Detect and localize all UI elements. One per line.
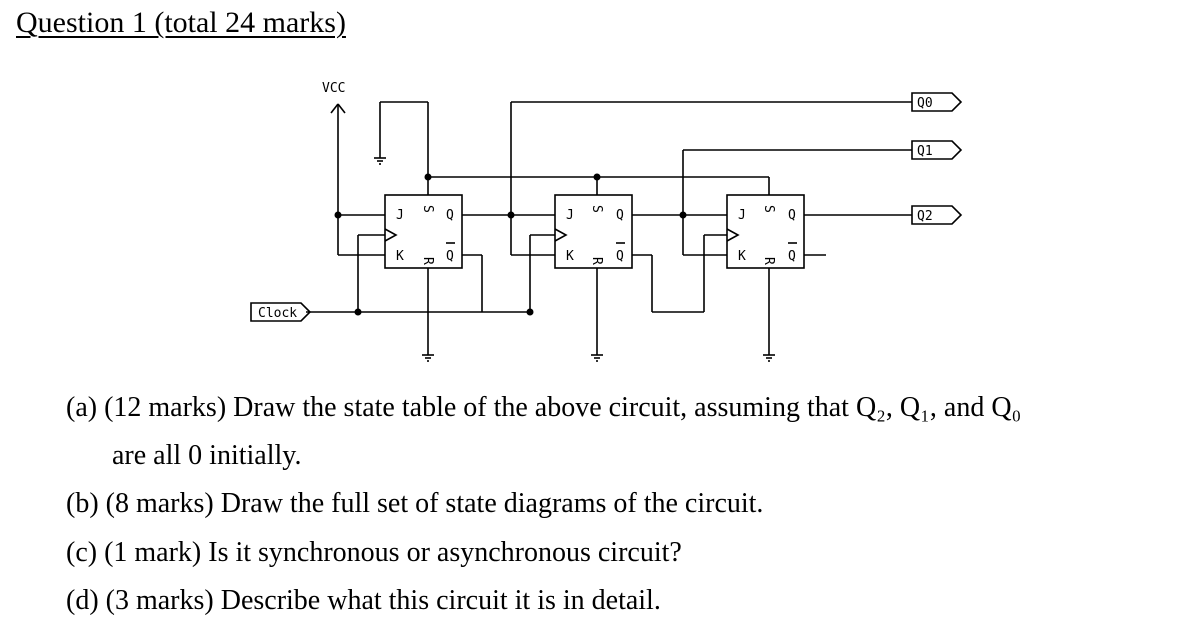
question-d: (d) (3 marks) Describe what this circuit…	[66, 585, 661, 616]
ff0-r-label: R	[420, 257, 435, 265]
ff1-r-label: R	[589, 257, 604, 265]
vcc-label: VCC	[322, 81, 345, 96]
ff2-q-label: Q	[788, 208, 796, 223]
ff1-s-label: S	[589, 205, 604, 213]
ff0-q-label: Q	[446, 208, 454, 223]
question-a-line1: (a) (12 marks) Draw the state table of t…	[66, 392, 1022, 423]
ff2-qbar-label: Q	[788, 249, 796, 264]
jk-flip-flop-circuit: VCC Clock Q0 Q1 Q2 J K Q Q S R J K Q Q S…	[250, 81, 963, 362]
clock-label: Clock	[258, 306, 297, 321]
ff1-k-label: K	[566, 249, 574, 264]
ff1-qbar-label: Q	[616, 249, 624, 264]
ff2-r-label: R	[761, 257, 776, 265]
ff2-j-label: J	[738, 208, 746, 223]
ff0-qbar-label: Q	[446, 249, 454, 264]
output-q2-label: Q2	[917, 209, 933, 224]
ff0-s-label: S	[420, 205, 435, 213]
ff2-s-label: S	[761, 205, 776, 213]
output-q0-label: Q0	[917, 96, 933, 111]
question-a-line2: are all 0 initially.	[112, 440, 302, 471]
output-q1-label: Q1	[917, 144, 933, 159]
question-c: (c) (1 mark) Is it synchronous or asynch…	[66, 537, 682, 568]
ff0-k-label: K	[396, 249, 404, 264]
ff0-j-label: J	[396, 208, 404, 223]
question-b: (b) (8 marks) Draw the full set of state…	[66, 488, 764, 519]
ff1-j-label: J	[566, 208, 574, 223]
question-title: Question 1 (total 24 marks)	[16, 6, 346, 39]
ff2-k-label: K	[738, 249, 746, 264]
ff1-q-label: Q	[616, 208, 624, 223]
